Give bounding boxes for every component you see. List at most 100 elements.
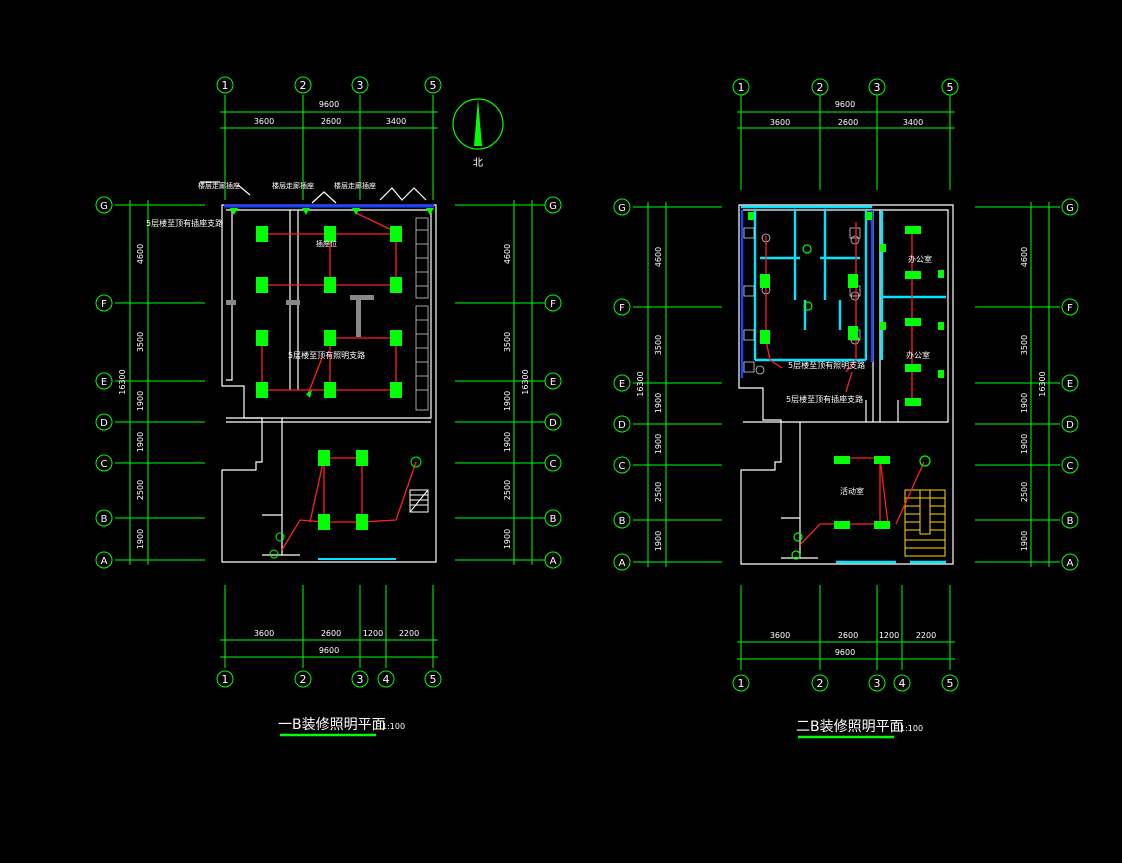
axis-label: 2 [300,673,307,686]
plan-2-stair [904,489,946,557]
plan-1-walls [200,181,437,563]
plan-2-sockets [791,244,931,560]
axis-label: 5 [430,79,437,92]
dim-span: 2500 [1020,482,1029,502]
light-fixture [356,514,368,530]
wall-light [352,208,360,215]
axis-label: A [619,558,626,569]
light-fixture [318,450,330,466]
plan-1-annotations: 楼层走廊插座 楼层走廊插座 楼层走廊插座 5层楼至顶有插座支路 插座位 5层楼至… [146,181,376,360]
wall-light [880,244,886,252]
wall-light [866,212,872,220]
dim-span: 1900 [654,393,663,413]
axis-label: B [619,516,626,527]
dim-span: 1900 [654,531,663,551]
light-fixture [390,226,402,242]
light-fixture [905,226,921,234]
plan-1-columns [226,295,374,337]
plan-2-axis-bottom: 1 2 3 4 5 [732,674,959,692]
dim-span: 3600 [254,629,274,638]
plan-2-scale: 1:100 [900,724,923,733]
annotation: 5层楼至顶有插座支路 [786,394,863,404]
axis-label: E [1067,379,1073,390]
axis-label: 3 [357,79,364,92]
north-label: 北 [473,157,483,169]
dim-span: 3500 [1020,335,1029,355]
light-fixture [324,330,336,346]
light-fixture [324,382,336,398]
axis-label: D [618,420,626,431]
dim-span: 1200 [879,631,899,640]
axis-label: D [1066,420,1074,431]
dim-span: 3500 [136,332,145,352]
axis-label: 1 [222,673,229,686]
axis-label: C [1067,461,1074,472]
dim-span: 1900 [503,391,512,411]
wall-light [938,322,944,330]
plan-1-window-grid [415,217,429,411]
plan-1-axis-top: 1 2 3 5 [216,76,442,94]
dim-total-side: 16300 [636,371,645,396]
room-label: 活动室 [840,486,864,496]
dim-span: 1200 [363,629,383,638]
light-fixture [390,277,402,293]
axis-label: 1 [738,677,745,690]
plan-1-dimension-lines [115,95,545,668]
dim-span: 4600 [136,244,145,264]
plan-1-axis-bottom: 1 2 3 4 5 [216,670,442,688]
dim-span: 4600 [654,247,663,267]
dim-span: 1900 [1020,531,1029,551]
socket-symbol [410,456,422,468]
axis-label: E [550,377,556,388]
dim-span: 3600 [254,117,274,126]
dim-span: 2200 [916,631,936,640]
socket-symbol [919,455,931,467]
dim-span: 2600 [321,117,341,126]
dim-span: 4600 [1020,247,1029,267]
top-note: 楼层走廊插座 [198,181,240,190]
plan-2-blue-walls [740,210,874,378]
light-fixture [356,450,368,466]
plan-2-axis-left: G F E D C B A [613,198,631,571]
axis-label: 3 [874,677,881,690]
axis-label: E [619,379,625,390]
plan-1-fixtures [230,208,434,530]
axis-label: 4 [383,673,390,686]
north-arrow: 北 [452,98,504,169]
plan-2-axis-right: G F E D C B A [1061,198,1079,571]
plan-1: 1 2 3 5 1 2 3 4 5 G F E D C B A G F E D … [95,76,562,737]
dim-span: 1900 [1020,393,1029,413]
plan-2-axis-top: 1 2 3 5 [732,78,959,96]
light-fixture [905,364,921,372]
dim-span: 2600 [838,118,858,127]
wall-light [230,208,238,215]
light-fixture [324,277,336,293]
socket-symbol [275,532,285,542]
plan-2-fixtures [748,212,944,529]
axis-label: G [1066,203,1074,214]
light-fixture [848,274,858,288]
light-fixture [318,514,330,530]
light-fixture [905,318,921,326]
top-note: 楼层走廊插座 [334,181,376,190]
light-fixture [256,226,268,242]
light-fixture [760,274,770,288]
light-fixture [874,521,890,529]
axis-label: D [100,418,108,429]
socket-symbol [802,244,812,254]
dim-span: 3500 [654,335,663,355]
dim-span: 3500 [503,332,512,352]
room-label: 办公室 [908,254,932,264]
top-note: 楼层走廊插座 [272,181,314,190]
socket-symbol [793,532,803,542]
room-label: 办公室 [906,350,930,360]
light-fixture [390,382,402,398]
dim-span: 3400 [903,118,923,127]
dim-span: 3600 [770,631,790,640]
plan-2-title: 二B装修照明平面 [796,719,904,735]
wall-light [426,208,434,215]
plan-2-wiring [765,222,925,546]
dim-span: 1900 [503,529,512,549]
plan-1-stair [409,489,429,513]
